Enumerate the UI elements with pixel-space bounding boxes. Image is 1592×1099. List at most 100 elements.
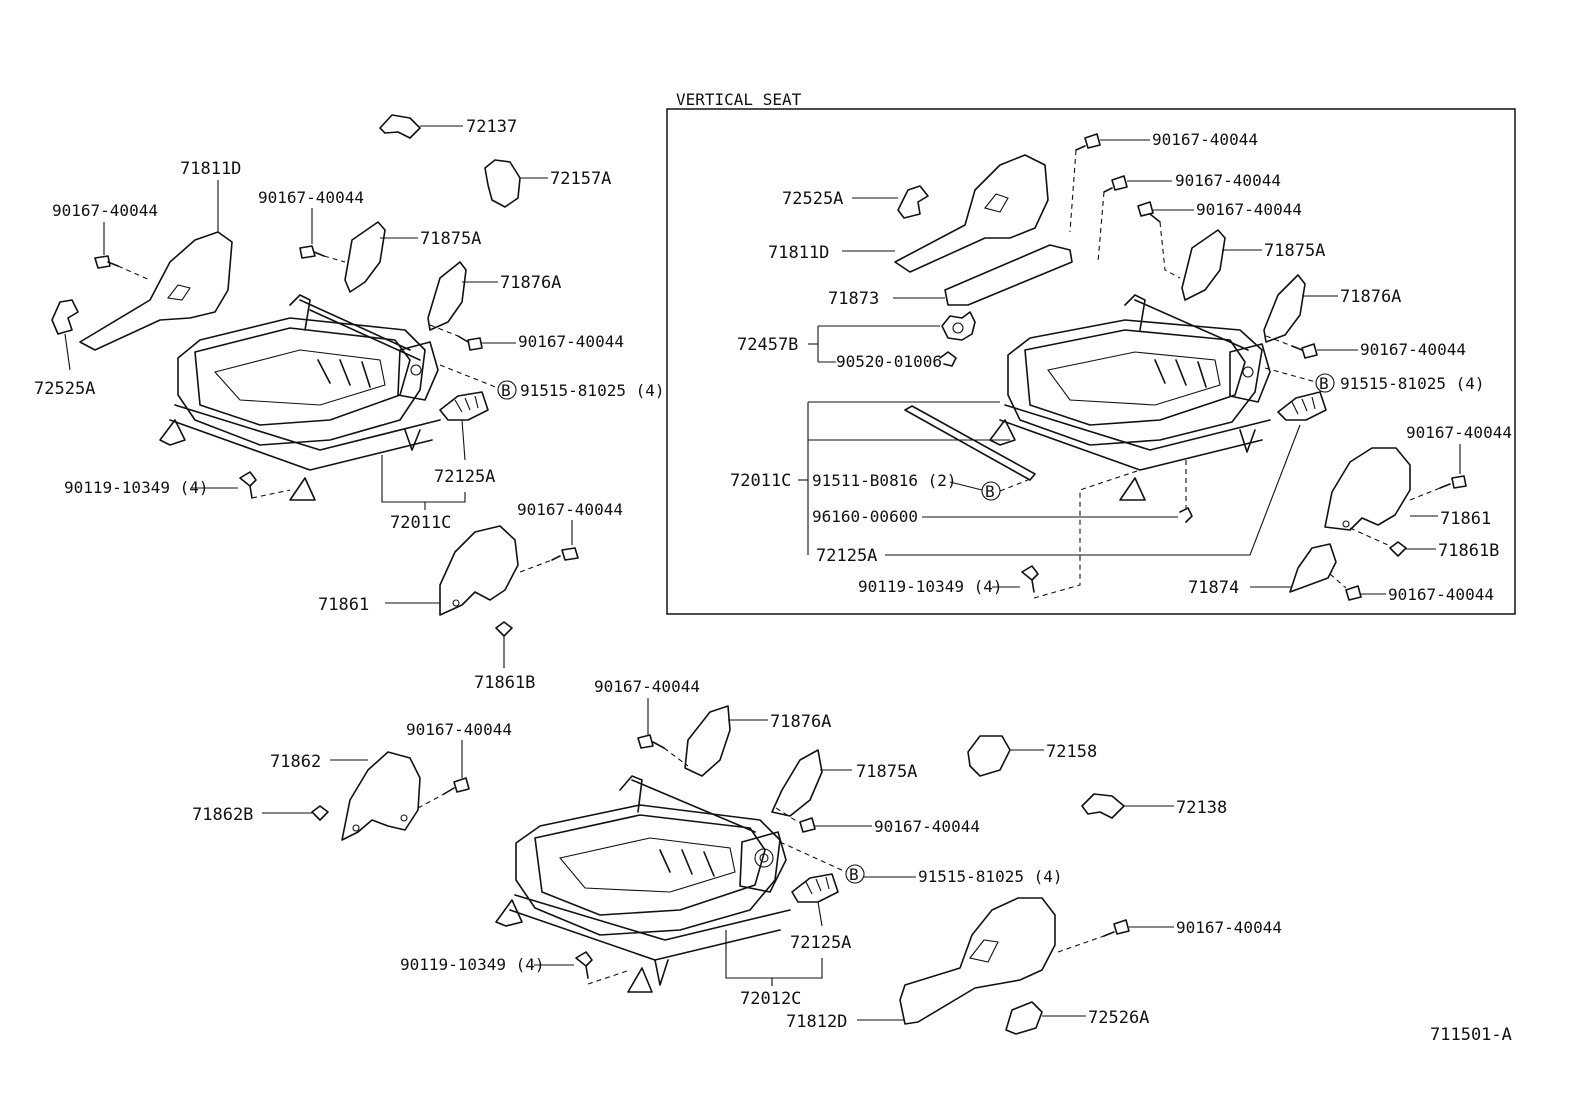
label-71811D-inset: 71811D	[768, 243, 829, 263]
inset-title: VERTICAL SEAT	[676, 90, 802, 109]
label-90167-c: 90167-40044	[518, 332, 624, 351]
part-72138	[1081, 793, 1125, 819]
part-72157A	[484, 159, 521, 208]
bolt-90167-d	[551, 547, 579, 561]
part-71861B-left	[495, 621, 513, 637]
bolt-90167-v6	[1345, 585, 1362, 601]
label-72011C-left: 72011C	[390, 513, 451, 533]
label-72457B: 72457B	[737, 335, 798, 355]
part-71862	[341, 751, 421, 841]
label-71812D: 71812D	[786, 1012, 847, 1032]
label-90167-e: 90167-40044	[594, 677, 700, 696]
label-90167-v6: 90167-40044	[1388, 585, 1494, 604]
callout-b-left	[497, 380, 517, 400]
label-90167-b: 90167-40044	[258, 188, 364, 207]
bolt-90167-v5	[1439, 475, 1467, 489]
callout-b-bottom	[845, 864, 865, 884]
part-72125A-left	[439, 391, 489, 421]
label-90119-bottom: 90119-10349 (4)	[400, 955, 545, 974]
part-71875A-inset	[1181, 229, 1226, 301]
bolt-90167-h	[1103, 919, 1130, 937]
label-72158: 72158	[1046, 742, 1097, 762]
bolt-90167-e	[637, 734, 665, 749]
part-72457B-knob	[941, 311, 976, 341]
label-71876A-left: 71876A	[500, 273, 561, 293]
label-71861B-inset: 71861B	[1438, 541, 1499, 561]
bolt-90167-g	[799, 817, 816, 833]
label-96160: 96160-00600	[812, 507, 918, 526]
part-71875A-left	[344, 221, 386, 293]
part-71874	[1289, 543, 1337, 593]
label-91511: 91511-B0816 (2)	[812, 471, 957, 490]
bolt-90167-a	[94, 255, 119, 269]
part-71862B	[311, 805, 329, 821]
label-72137: 72137	[466, 117, 517, 137]
callout-b-left-text: B	[501, 381, 511, 400]
part-72526A	[1005, 1001, 1043, 1035]
bolt-90119-left	[239, 471, 257, 499]
label-71873: 71873	[828, 289, 879, 309]
label-71862: 71862	[270, 752, 321, 772]
label-91515-left: 91515-81025 (4)	[520, 381, 665, 400]
clip-96160	[1179, 507, 1193, 523]
label-71875A-inset: 71875A	[1264, 241, 1325, 261]
part-71873	[944, 244, 1073, 306]
part-72525A-left	[51, 299, 79, 335]
figure-id: 711501-A	[1430, 1025, 1512, 1045]
part-71861-inset	[1324, 447, 1411, 531]
label-72526A: 72526A	[1088, 1008, 1149, 1028]
label-72011C-inset: 72011C	[730, 471, 791, 491]
clip-90520	[939, 351, 957, 367]
label-71861B-left: 71861B	[474, 673, 535, 693]
bolt-90167-v1	[1075, 133, 1101, 151]
label-90167-a: 90167-40044	[52, 201, 158, 220]
label-90167-v2: 90167-40044	[1175, 171, 1281, 190]
part-72137	[379, 114, 421, 139]
label-72012C: 72012C	[740, 989, 801, 1009]
bolt-90119-bottom	[575, 951, 593, 979]
label-91515-inset: 91515-81025 (4)	[1340, 374, 1485, 393]
label-72157A: 72157A	[550, 169, 611, 189]
part-71811D-left	[79, 231, 233, 351]
label-90520: 90520-01006	[836, 352, 942, 371]
seat-frame-left	[159, 294, 441, 501]
part-72125A-bottom	[791, 873, 839, 903]
part-71875A-bottom	[771, 749, 823, 817]
label-71862B: 71862B	[192, 805, 253, 825]
label-71811D-left: 71811D	[180, 159, 241, 179]
bolt-90167-v2	[1103, 175, 1128, 193]
label-71861-left: 71861	[318, 595, 369, 615]
label-90119-inset: 90119-10349 (4)	[858, 577, 1003, 596]
part-72158	[967, 735, 1011, 777]
label-90167-v4: 90167-40044	[1360, 340, 1466, 359]
label-72138: 72138	[1176, 798, 1227, 818]
bolt-90167-v4	[1291, 343, 1318, 359]
callout-b-bottom-text: B	[849, 865, 859, 884]
label-90119-left: 90119-10349 (4)	[64, 478, 209, 497]
label-90167-v3: 90167-40044	[1196, 200, 1302, 219]
part-71861-left	[439, 525, 519, 616]
label-71875A-left: 71875A	[420, 229, 481, 249]
callout-b-inset-text: B	[1319, 374, 1329, 393]
part-71812D	[899, 897, 1056, 1025]
label-71875A-bottom: 71875A	[856, 762, 917, 782]
part-71876A-bottom	[684, 705, 731, 777]
bracket-72011C-left	[381, 455, 466, 503]
label-72125A-bottom: 72125A	[790, 933, 851, 953]
inset-frame	[666, 108, 1516, 615]
part-71861B-inset	[1389, 541, 1407, 557]
bolt-90167-c	[457, 335, 483, 351]
bracket-72012C	[725, 930, 823, 979]
callout-b-91511-text: B	[985, 482, 995, 501]
label-71876A-inset: 71876A	[1340, 287, 1401, 307]
part-71876A-left	[427, 261, 467, 331]
seat-frame-bottom	[495, 775, 791, 993]
part-71876A-inset	[1263, 274, 1306, 343]
label-72125A-inset: 72125A	[816, 546, 877, 566]
label-90167-d: 90167-40044	[517, 500, 623, 519]
label-90167-h: 90167-40044	[1176, 918, 1282, 937]
bolt-90167-v3	[1137, 201, 1161, 223]
label-71861-inset: 71861	[1440, 509, 1491, 529]
part-stabilizer-bar	[904, 405, 1036, 481]
